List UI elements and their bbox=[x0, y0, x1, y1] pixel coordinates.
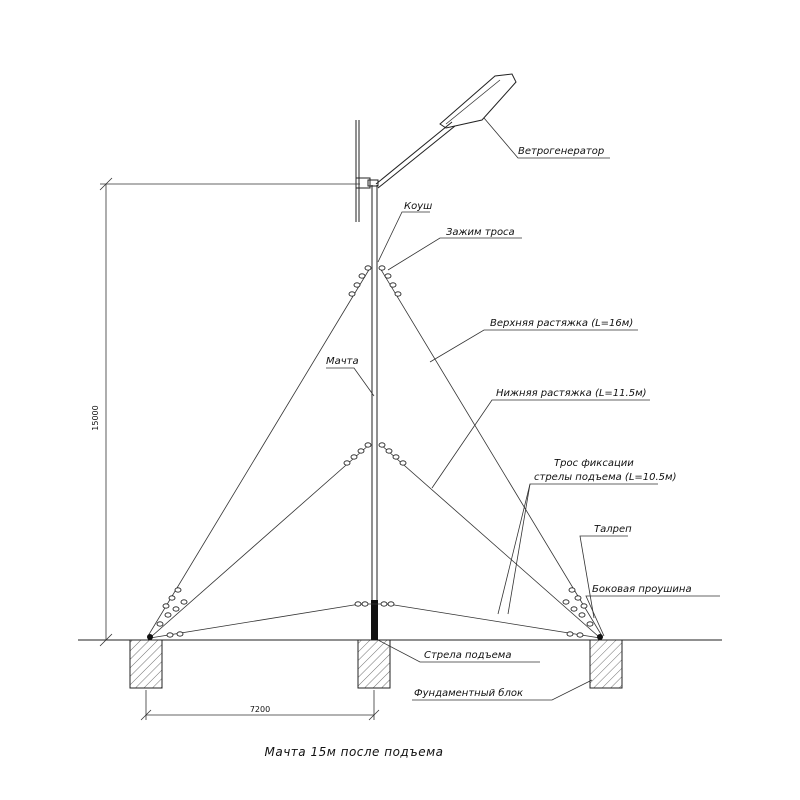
label-fix-rope-line1: Трос фиксации bbox=[554, 458, 634, 469]
label-rope-clamp: Зажим троса bbox=[446, 227, 515, 238]
anchor-right bbox=[597, 634, 603, 640]
label-foundation-block: Фундаментный блок bbox=[414, 687, 523, 699]
lower-guy-wires bbox=[151, 443, 599, 637]
label-turnbuckle: Талреп bbox=[594, 524, 632, 535]
height-dimension bbox=[99, 177, 360, 647]
foundation-block-center bbox=[357, 639, 391, 689]
label-kouch: Коуш bbox=[404, 201, 432, 212]
leader-lines bbox=[326, 117, 720, 701]
anchor-left bbox=[147, 634, 153, 640]
label-wind-generator: Ветрогенератор bbox=[518, 146, 604, 157]
label-mast: Мачта bbox=[326, 356, 359, 367]
label-lifting-boom: Стрела подъема bbox=[424, 650, 511, 661]
label-fix-rope-line2: стрелы подъема (L=10.5м) bbox=[534, 472, 677, 483]
label-lower-guy: Нижняя растяжка (L=11.5м) bbox=[496, 388, 647, 399]
label-side-shim: Боковая проушина bbox=[592, 584, 692, 595]
label-upper-guy: Верхняя растяжка (L=16м) bbox=[490, 318, 633, 329]
foundation-block-right bbox=[589, 639, 623, 689]
width-dimension-value: 7200 bbox=[250, 705, 270, 714]
width-dimension bbox=[140, 690, 380, 721]
wind-generator bbox=[355, 73, 517, 222]
rope-clamps bbox=[156, 265, 594, 638]
upper-guy-wires bbox=[147, 267, 603, 637]
lifting-boom-fill bbox=[371, 600, 378, 640]
foundation-block-left bbox=[129, 639, 163, 689]
diagram-caption: Мачта 15м после подъема bbox=[265, 745, 444, 759]
height-dimension-value: 15000 bbox=[91, 405, 100, 430]
mast bbox=[371, 185, 378, 640]
